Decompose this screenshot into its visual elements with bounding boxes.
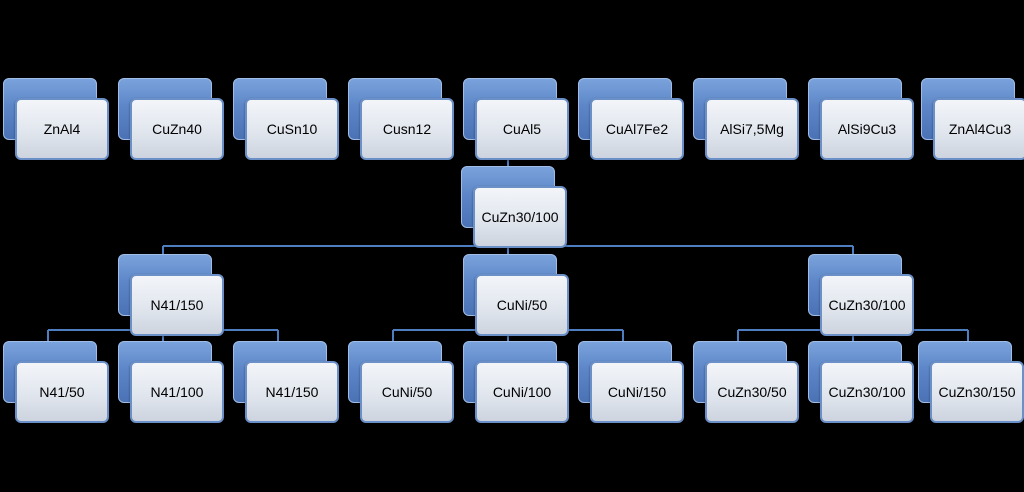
group-node-1[interactable]: N41/150: [118, 254, 224, 336]
node-label: N41/50: [39, 384, 85, 400]
node-box: ZnAl4Cu3: [933, 98, 1024, 160]
node-box: CuZn30/100: [820, 361, 914, 423]
node-label: AlSi7,5Mg: [720, 121, 784, 137]
top-node-cuzn40[interactable]: CuZn40: [118, 78, 224, 160]
node-box: AlSi9Cu3: [820, 98, 914, 160]
node-label: CuZn30/100: [828, 297, 906, 313]
node-box: CuSn10: [245, 98, 339, 160]
node-label: CuNi/150: [607, 384, 667, 400]
node-label: N41/150: [265, 384, 319, 400]
node-label: CuZn30/150: [938, 384, 1016, 400]
node-box: AlSi7,5Mg: [705, 98, 799, 160]
node-label: CuAl7Fe2: [605, 121, 669, 137]
node-box: N41/150: [245, 361, 339, 423]
node-box: N41/100: [130, 361, 224, 423]
node-box: CuAl5: [475, 98, 569, 160]
node-label: CuZn30/100: [481, 209, 559, 225]
node-box: CuNi/150: [590, 361, 684, 423]
node-box: CuZn30/100: [820, 274, 914, 336]
node-label: N41/100: [150, 384, 204, 400]
top-node-cual7fe2[interactable]: CuAl7Fe2: [578, 78, 684, 160]
leaf-node-g3-1[interactable]: CuZn30/50: [693, 341, 799, 423]
node-label: CuSn10: [266, 121, 318, 137]
leaf-node-g3-3[interactable]: CuZn30/150: [918, 341, 1024, 423]
leaf-node-g2-1[interactable]: CuNi/50: [348, 341, 454, 423]
node-box: CuNi/100: [475, 361, 569, 423]
group-node-2[interactable]: CuNi/50: [463, 254, 569, 336]
node-box: Cusn12: [360, 98, 454, 160]
node-box: CuNi/50: [360, 361, 454, 423]
leaf-node-g2-3[interactable]: CuNi/150: [578, 341, 684, 423]
leaf-node-g2-2[interactable]: CuNi/100: [463, 341, 569, 423]
node-label: Cusn12: [382, 121, 432, 137]
node-box: ZnAl4: [15, 98, 109, 160]
node-label: CuZn30/50: [717, 384, 787, 400]
root-node[interactable]: CuZn30/100: [461, 166, 567, 248]
node-box: CuZn40: [130, 98, 224, 160]
leaf-node-g1-2[interactable]: N41/100: [118, 341, 224, 423]
node-label: AlSi9Cu3: [837, 121, 897, 137]
leaf-node-g3-2[interactable]: CuZn30/100: [808, 341, 914, 423]
top-node-znal4[interactable]: ZnAl4: [3, 78, 109, 160]
node-box: CuNi/50: [475, 274, 569, 336]
node-label: CuNi/100: [492, 384, 552, 400]
top-node-cusn12[interactable]: Cusn12: [348, 78, 454, 160]
node-label: ZnAl4Cu3: [948, 121, 1012, 137]
node-label: ZnAl4: [43, 121, 81, 137]
node-label: CuNi/50: [496, 297, 548, 313]
node-box: N41/50: [15, 361, 109, 423]
top-node-cusn10[interactable]: CuSn10: [233, 78, 339, 160]
node-box: N41/150: [130, 274, 224, 336]
node-box: CuAl7Fe2: [590, 98, 684, 160]
top-node-alsi9cu3[interactable]: AlSi9Cu3: [808, 78, 914, 160]
node-label: N41/150: [150, 297, 204, 313]
group-node-3[interactable]: CuZn30/100: [808, 254, 914, 336]
node-box: CuZn30/150: [930, 361, 1024, 423]
node-label: CuAl5: [502, 121, 542, 137]
node-label: CuNi/50: [381, 384, 433, 400]
top-node-cual5[interactable]: CuAl5: [463, 78, 569, 160]
top-node-alsi75mg[interactable]: AlSi7,5Mg: [693, 78, 799, 160]
node-label: CuZn40: [152, 121, 202, 137]
node-box: CuZn30/50: [705, 361, 799, 423]
top-node-znal4cu3[interactable]: ZnAl4Cu3: [921, 78, 1024, 160]
node-box: CuZn30/100: [473, 186, 567, 248]
leaf-node-g1-3[interactable]: N41/150: [233, 341, 339, 423]
node-label: CuZn30/100: [828, 384, 906, 400]
leaf-node-g1-1[interactable]: N41/50: [3, 341, 109, 423]
